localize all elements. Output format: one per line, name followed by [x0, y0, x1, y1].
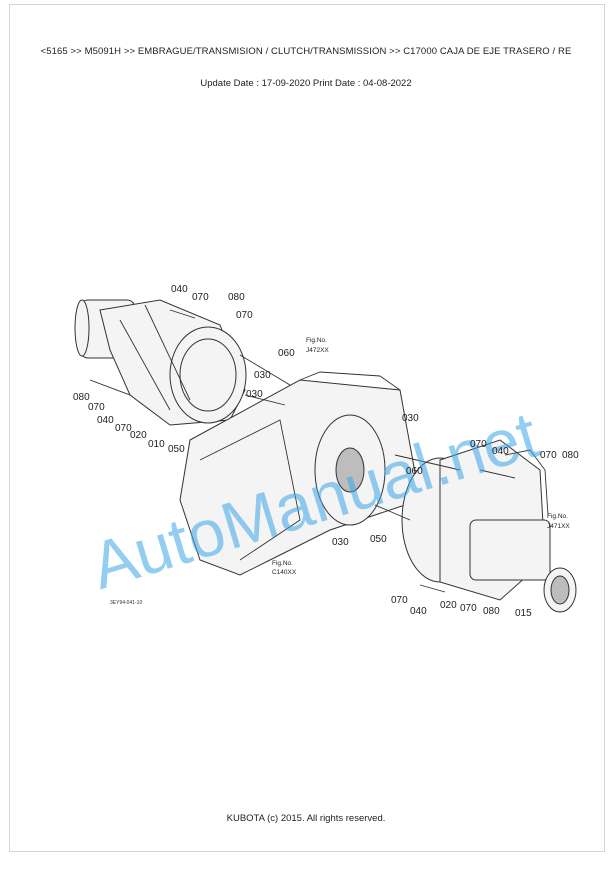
fig-ref-label: Fig.No.	[306, 337, 327, 344]
callout-070: 070	[470, 439, 487, 450]
breadcrumb: <5165 >> M5091H >> EMBRAGUE/TRANSMISION …	[40, 46, 572, 57]
callout-070: 070	[391, 595, 408, 606]
dates-line: Update Date : 17-09-2020 Print Date : 04…	[200, 78, 412, 89]
callout-080: 080	[228, 292, 245, 303]
callout-080: 080	[562, 450, 579, 461]
fig-ref-code: J472XX	[306, 347, 329, 354]
fig-ref-code: J471XX	[547, 523, 570, 530]
fig-ref-j472: Fig.No. J472XX	[306, 337, 329, 354]
callout-015: 015	[515, 608, 532, 619]
studs	[89, 309, 516, 593]
callout-070: 070	[460, 603, 477, 614]
left-housing	[74, 299, 247, 426]
callout-020: 020	[440, 600, 457, 611]
fig-ref-code: C140XX	[272, 569, 297, 576]
callout-020: 020	[130, 430, 147, 441]
callout-040: 040	[97, 415, 114, 426]
callout-050: 050	[370, 534, 387, 545]
callout-070: 070	[115, 423, 132, 434]
fig-ref-label: Fig.No.	[272, 560, 293, 567]
callout-040: 040	[171, 284, 188, 295]
callout-030: 030	[246, 389, 263, 400]
copyright: KUBOTA (c) 2015. All rights reserved.	[226, 813, 386, 824]
fig-ref-c140: Fig.No. C140XX	[272, 560, 297, 576]
callout-070: 070	[88, 402, 105, 413]
callout-030: 030	[402, 413, 419, 424]
callout-070: 070	[192, 292, 209, 303]
callout-030: 030	[332, 537, 349, 548]
fig-ref-label: Fig.No.	[547, 513, 568, 520]
callout-070: 070	[236, 310, 253, 321]
callout-040: 040	[492, 446, 509, 457]
callout-050: 050	[168, 444, 185, 455]
callout-080: 080	[73, 392, 90, 403]
callout-070: 070	[540, 450, 557, 461]
callout-030: 030	[254, 370, 271, 381]
fig-ref-j471: Fig.No. J471XX	[547, 513, 570, 530]
callout-060: 060	[278, 348, 295, 359]
callout-010: 010	[148, 439, 165, 450]
callout-080: 080	[483, 606, 500, 617]
callout-060: 060	[406, 466, 423, 477]
callout-040: 040	[410, 606, 427, 617]
right-housing	[401, 439, 577, 613]
center-housing	[179, 371, 421, 576]
diagram-code: 3EY94-041-10	[110, 600, 142, 606]
